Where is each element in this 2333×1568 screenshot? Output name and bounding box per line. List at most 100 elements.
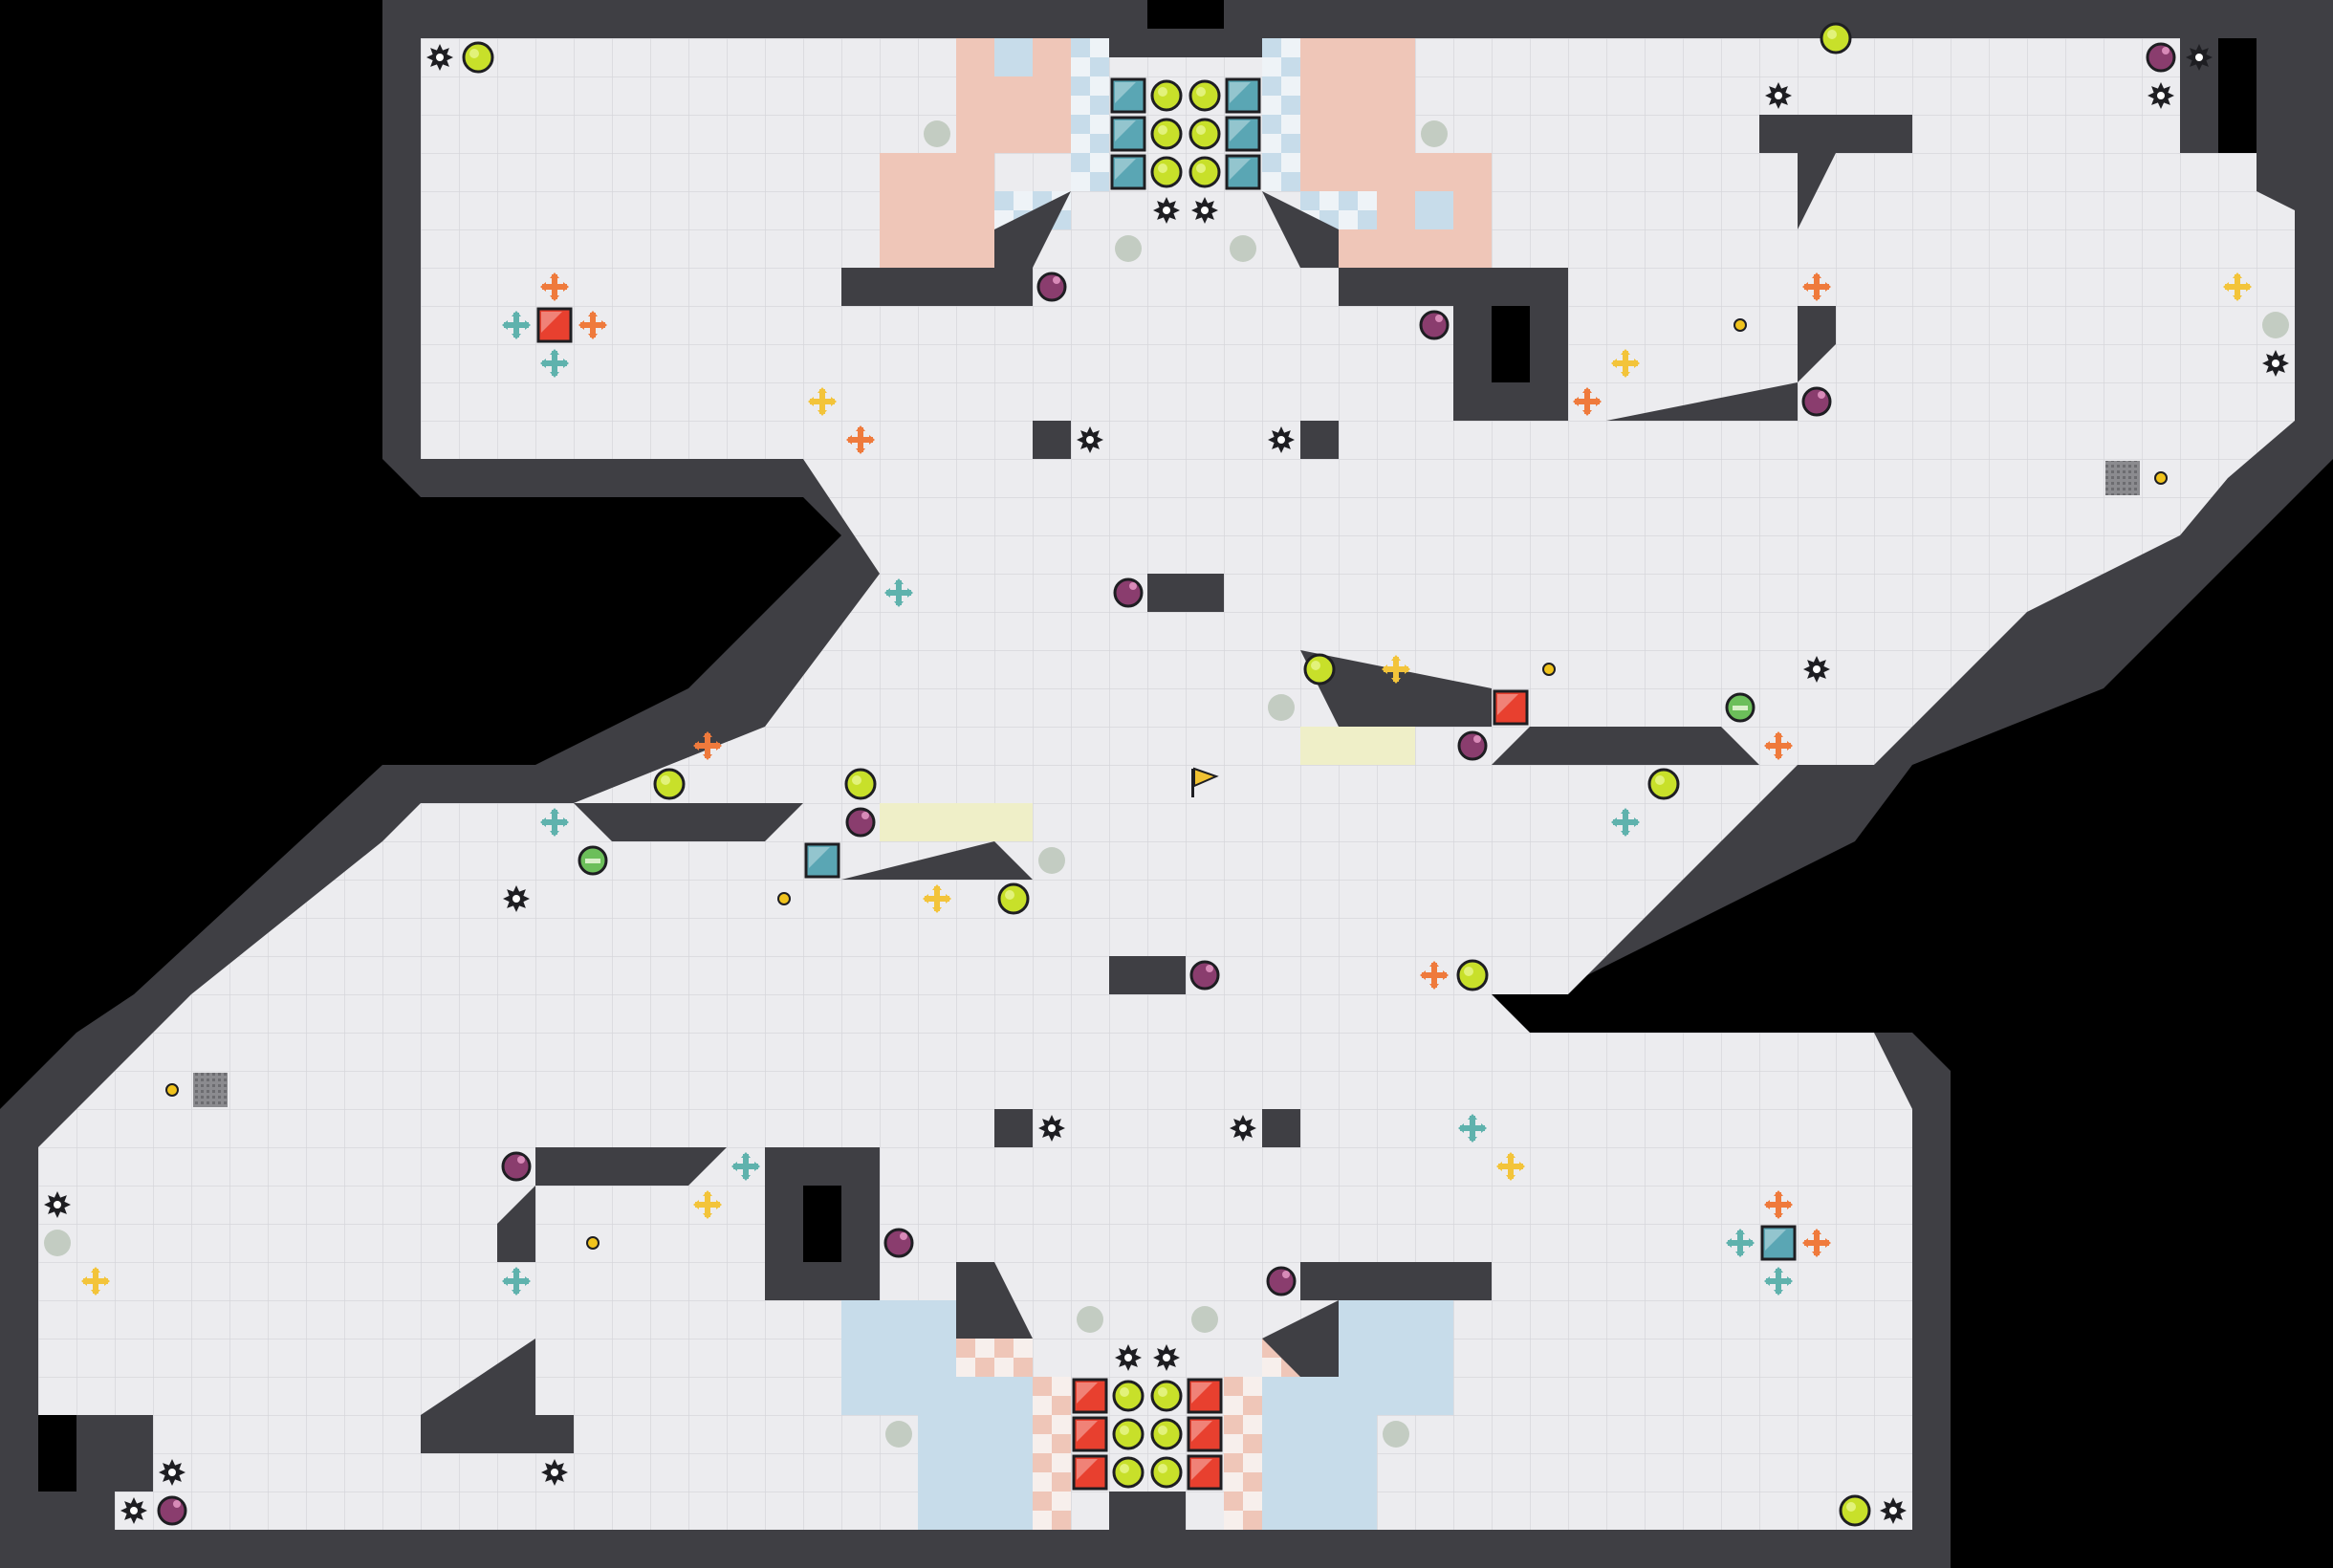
portal-icon	[2262, 312, 2289, 338]
team-tile-icon	[1072, 1416, 1108, 1452]
gate-icon	[2105, 461, 2140, 495]
boost-icon	[540, 272, 569, 301]
bomb-icon	[1113, 577, 1144, 608]
spike-icon	[1038, 1115, 1065, 1142]
team-tile-icon	[804, 842, 840, 879]
boost-icon	[1611, 808, 1640, 837]
boost-icon	[1611, 349, 1640, 378]
boost-icon	[1764, 1267, 1793, 1296]
orb-powerup-icon	[1112, 1418, 1145, 1450]
team-tile-icon	[1110, 116, 1146, 152]
boost-icon	[1382, 655, 1410, 684]
gate-icon	[193, 1073, 228, 1107]
team-tile-icon	[1187, 1378, 1223, 1414]
orb-powerup-icon	[844, 768, 877, 800]
boost-icon	[578, 311, 607, 339]
orb-powerup-icon	[1647, 768, 1680, 800]
orb-powerup-icon	[1150, 1380, 1183, 1412]
boost-icon	[502, 1267, 531, 1296]
spike-icon	[426, 44, 453, 71]
boost-icon	[846, 425, 875, 454]
orb-powerup-icon	[462, 41, 494, 74]
boost-icon	[884, 578, 913, 607]
boost-icon	[2223, 272, 2252, 301]
gates	[193, 461, 2140, 1107]
mine-icon	[1542, 663, 1556, 676]
team-tile-icon	[1760, 1225, 1797, 1261]
spike-icon	[1115, 1344, 1142, 1371]
bomb-icon	[2146, 42, 2176, 73]
team-tile-icon	[1225, 116, 1261, 152]
boost-icon	[1420, 961, 1449, 990]
portal-icon	[1230, 235, 1256, 262]
team-tile-icon	[536, 307, 573, 343]
orb-powerup-icon	[653, 768, 686, 800]
spike-icon	[1077, 426, 1103, 453]
boost-icon	[540, 349, 569, 378]
boost-icon	[1802, 272, 1831, 301]
team-tile-icon	[1072, 1454, 1108, 1491]
boost-icon	[502, 311, 531, 339]
boost-icon	[808, 387, 837, 416]
mine-icon	[586, 1236, 600, 1250]
boost-icon	[1458, 1114, 1487, 1143]
orb-powerup-icon	[1150, 79, 1183, 112]
portal-icon	[1268, 694, 1295, 721]
orb-powerup-icon	[1188, 118, 1221, 150]
spike-icon	[1880, 1497, 1907, 1524]
spike-icon	[1268, 426, 1295, 453]
spike-icon	[541, 1459, 568, 1486]
flag-icon[interactable]	[1191, 767, 1219, 797]
spike-icon	[503, 885, 530, 912]
bomb-icon	[1189, 960, 1220, 991]
portal-icon	[1421, 120, 1448, 147]
bomb-icon	[1457, 730, 1488, 761]
spike-icon	[2186, 44, 2213, 71]
neutral-zones	[880, 727, 1415, 841]
portal-icon	[1115, 235, 1142, 262]
team-tile-icon	[1072, 1378, 1108, 1414]
blue-base-zones	[841, 38, 1453, 1530]
bomb-icon	[1801, 386, 1832, 417]
orb-powerup-icon	[1150, 156, 1183, 188]
orb-powerup-icon	[1112, 1380, 1145, 1412]
spike-icon	[2148, 82, 2174, 109]
spike-icon	[1191, 197, 1218, 224]
spike-icon	[159, 1459, 185, 1486]
jukejuice-icon	[1725, 692, 1755, 723]
orb-powerup-icon	[1188, 79, 1221, 112]
team-tile-icon	[1110, 77, 1146, 114]
bomb-icon	[1419, 310, 1450, 340]
spike-icon	[1803, 656, 1830, 683]
spike-icon	[1153, 197, 1180, 224]
bomb-icon	[883, 1228, 914, 1258]
team-tile-icon	[1110, 154, 1146, 190]
boost-icon	[731, 1152, 760, 1181]
mine-icon	[1733, 318, 1747, 332]
orb-powerup-icon	[1839, 1494, 1871, 1527]
orb-powerup-icon	[1150, 118, 1183, 150]
bomb-icon	[157, 1495, 187, 1526]
boost-icon	[1764, 1190, 1793, 1219]
team-tile-icon	[1187, 1416, 1223, 1452]
orb-powerup-icon	[1303, 653, 1336, 686]
boost-icon	[1802, 1229, 1831, 1257]
orb-powerup-icon	[997, 882, 1030, 915]
boost-icon	[693, 1190, 722, 1219]
boost-icon	[923, 884, 951, 913]
checker-zones	[956, 38, 1377, 1530]
portal-icon	[1038, 847, 1065, 874]
mine-icon	[777, 892, 791, 905]
spike-icon	[1153, 1344, 1180, 1371]
mine-icon	[165, 1083, 179, 1097]
portal-icon	[924, 120, 950, 147]
bomb-icon	[501, 1151, 532, 1182]
spike-icon	[2262, 350, 2289, 377]
boost-icon	[1573, 387, 1602, 416]
orb-powerup-icon	[1456, 959, 1489, 991]
mine-icon	[2154, 471, 2168, 485]
spike-icon	[44, 1191, 71, 1218]
team-tile-icon	[1225, 154, 1261, 190]
inner-walls	[76, 38, 2257, 1492]
